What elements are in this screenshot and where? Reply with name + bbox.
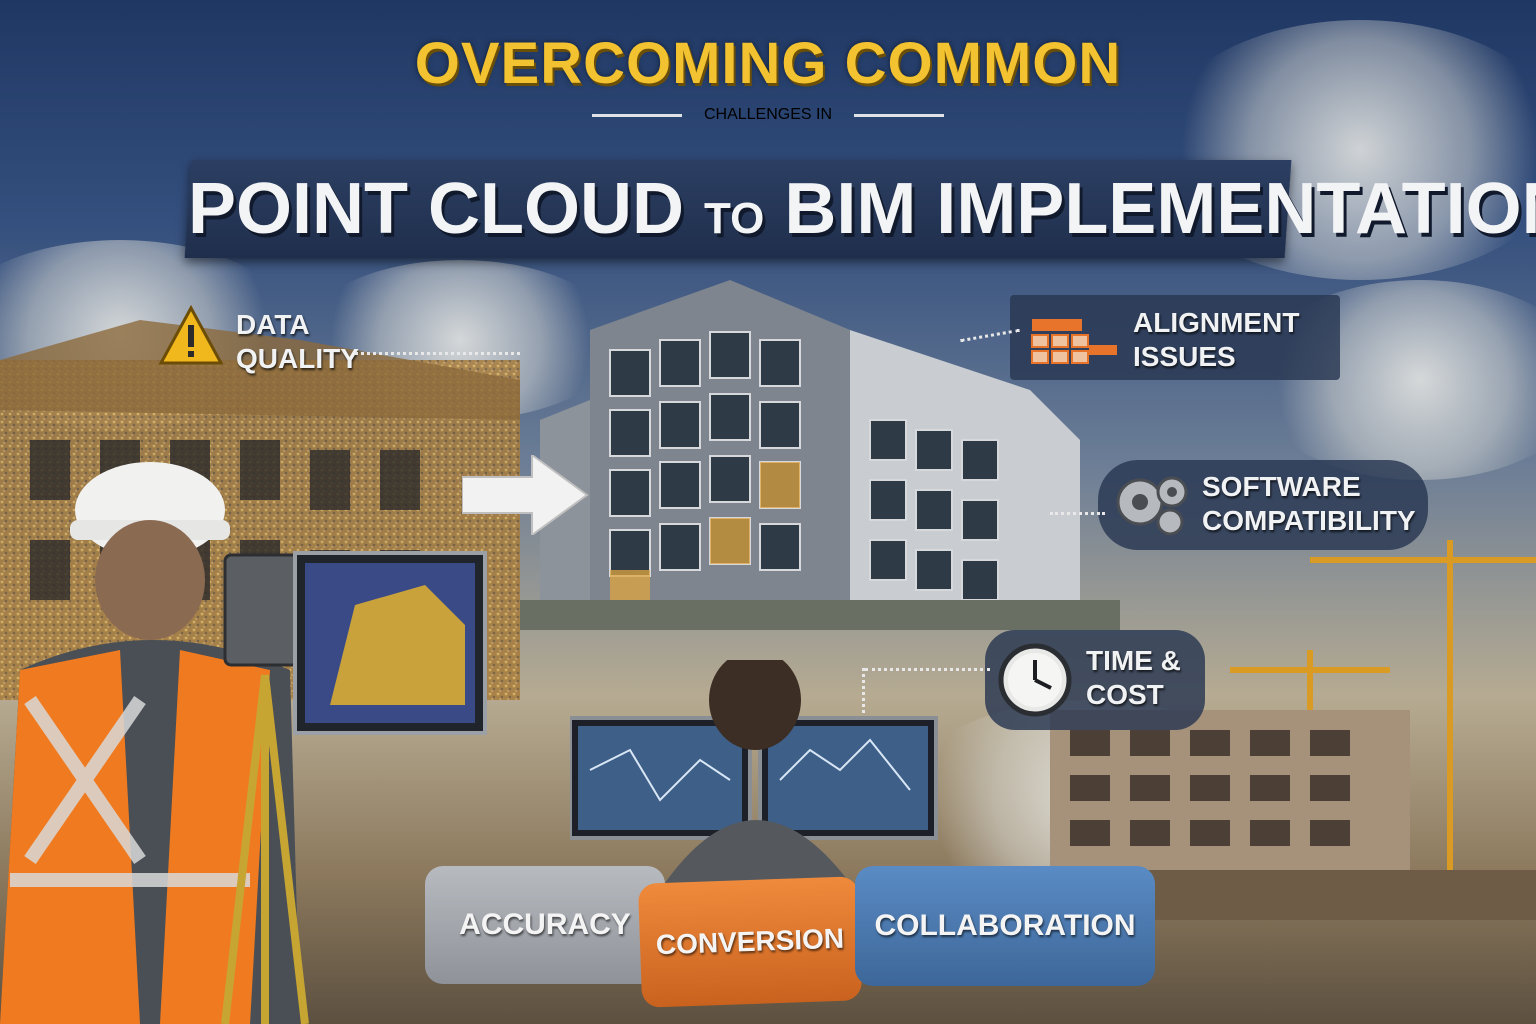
callout-alignment-line2: ISSUES (1133, 341, 1236, 372)
puzzle-piece-collaboration: COLLABORATION (855, 866, 1155, 986)
title-line-2-row: CHALLENGES IN (0, 106, 1536, 124)
title-line-2: CHALLENGES IN (703, 106, 833, 123)
clock-icon (998, 643, 1072, 717)
title-point-cloud: POINT CLOUD (188, 169, 684, 249)
puzzle-collaboration-label: COLLABORATION (874, 909, 1136, 942)
alignment-grid-icon (1031, 319, 1117, 364)
callout-data-quality-line2: QUALITY (236, 343, 359, 374)
connector-line (355, 352, 520, 355)
callout-time-cost: TIME & COST (1086, 644, 1181, 712)
title-rule-right (854, 113, 945, 117)
puzzle-accuracy-label: ACCURACY (459, 908, 631, 941)
connector-line (862, 668, 865, 713)
puzzle-piece-accuracy: ACCURACY (425, 866, 665, 984)
puzzle-conversion-label: CONVERSION (655, 922, 845, 961)
title-line-1: OVERCOMING COMMON (414, 31, 1122, 96)
surveyor-worker (0, 462, 300, 1024)
gears-icon (1116, 476, 1188, 536)
bim-building (520, 280, 1120, 630)
puzzle-piece-conversion: CONVERSION (637, 876, 863, 1008)
laser-scanner-tripod (221, 551, 487, 1024)
warning-icon (158, 305, 224, 365)
title-to: TO (704, 194, 765, 243)
callout-data-quality: DATA QUALITY (236, 308, 359, 376)
callout-alignment: ALIGNMENT ISSUES (1133, 306, 1299, 374)
callout-time-line1: TIME & (1086, 645, 1181, 676)
title-line-3: POINT CLOUD TO BIM IMPLEMENTATION (188, 168, 1536, 250)
callout-software: SOFTWARE COMPATIBILITY (1202, 470, 1416, 538)
callout-time-line2: COST (1086, 679, 1164, 710)
callout-data-quality-line1: DATA (236, 309, 310, 340)
bim-workstation (570, 660, 938, 890)
connector-line (865, 668, 990, 671)
title-rule-left (591, 113, 682, 117)
title-bim-implementation: BIM IMPLEMENTATION (784, 169, 1536, 249)
callout-software-line1: SOFTWARE (1202, 471, 1361, 502)
callout-software-line2: COMPATIBILITY (1202, 505, 1416, 536)
callout-alignment-line1: ALIGNMENT (1133, 307, 1300, 338)
connector-line (1050, 512, 1105, 515)
right-arrow-icon (462, 455, 589, 535)
